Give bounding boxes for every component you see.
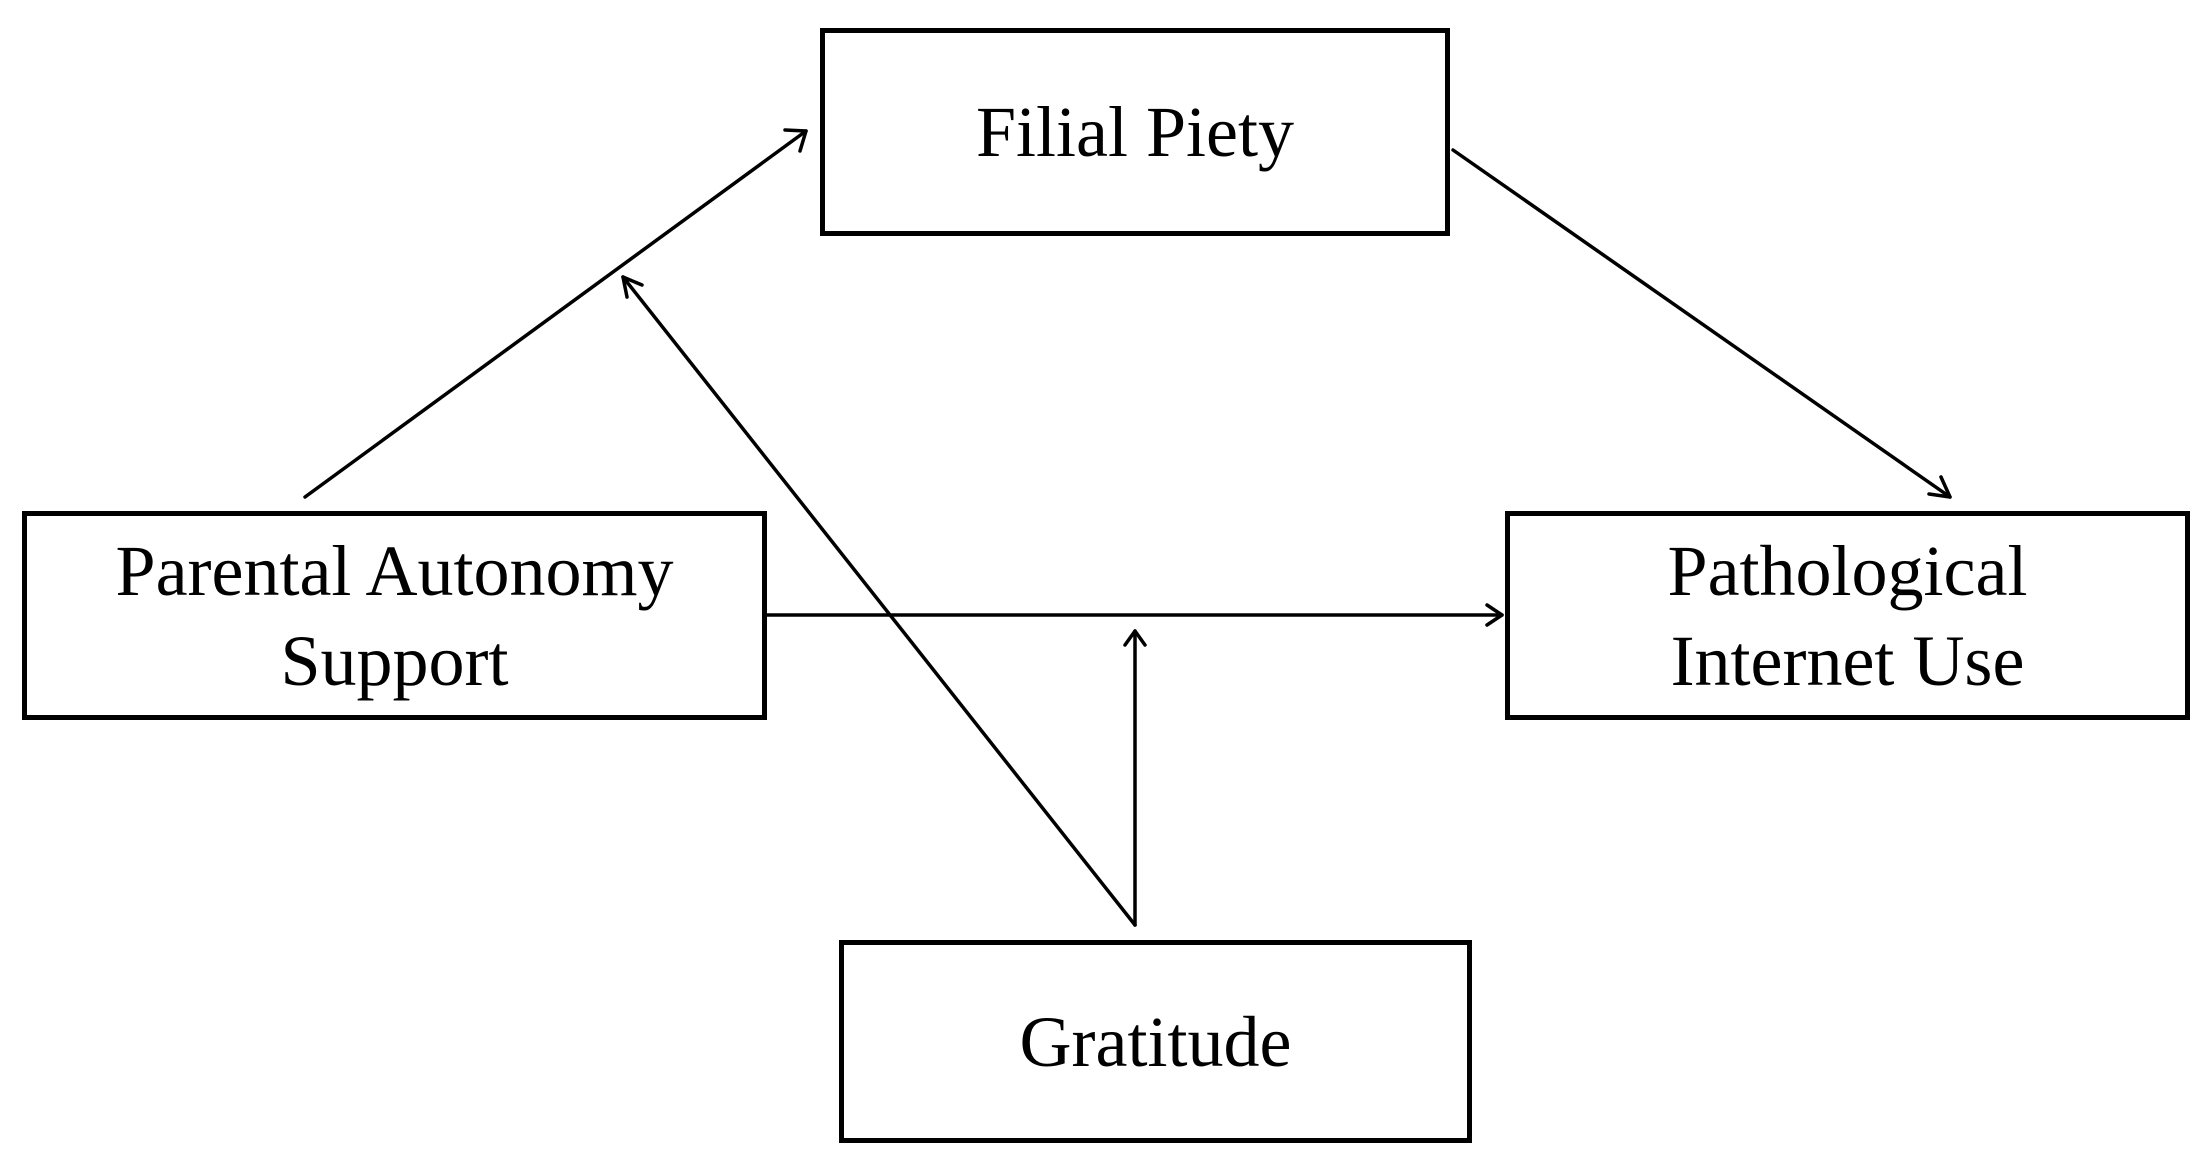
node-label-line: Filial Piety	[975, 92, 1295, 172]
node-label-line: Gratitude	[1019, 1001, 1292, 1082]
arrow-gratitude-to-parental-piu-path	[1123, 629, 1147, 927]
node-parental-autonomy-support: Parental Autonomy Support	[22, 511, 767, 720]
node-label-line: Parental Autonomy	[115, 530, 674, 611]
node-gratitude: Gratitude	[839, 940, 1472, 1143]
arrow-parental-to-piu	[765, 603, 1504, 627]
arrow-filial-to-piu	[1451, 148, 1952, 499]
node-pathological-internet-use: Pathological Internet Use	[1505, 511, 2190, 720]
node-label-line: Support	[280, 620, 509, 701]
node-filial-piety: Filial Piety	[820, 28, 1450, 236]
arrow-gratitude-to-parental-filial-path	[621, 275, 1137, 927]
arrow-parental-to-filial	[303, 128, 808, 499]
node-label-line: Internet Use	[1670, 620, 2025, 701]
node-label-line: Pathological	[1667, 530, 2028, 611]
